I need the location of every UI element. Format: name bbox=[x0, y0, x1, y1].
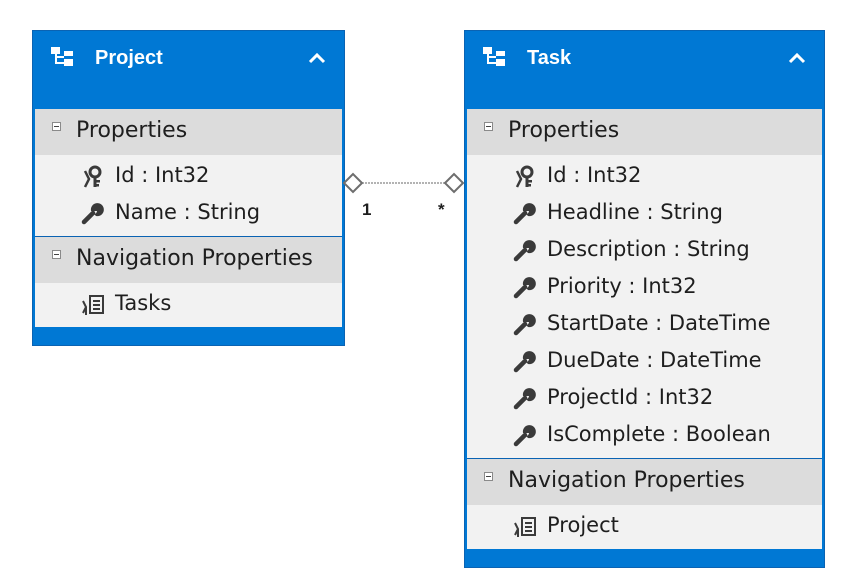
section-title: Properties bbox=[76, 118, 188, 143]
property-row-name[interactable]: Name : String bbox=[35, 195, 342, 232]
collapse-chevron-up-icon[interactable] bbox=[306, 49, 328, 67]
collapse-minus-icon[interactable] bbox=[52, 122, 61, 131]
multiplicity-many: * bbox=[438, 200, 445, 219]
entity-task[interactable]: Task Properties Id : Int32 Headline : St… bbox=[465, 31, 824, 567]
property-row-description[interactable]: Description : String bbox=[467, 232, 822, 269]
property-row-priority[interactable]: Priority : Int32 bbox=[467, 269, 822, 306]
property-label: ProjectId : Int32 bbox=[547, 385, 714, 409]
section-title: Properties bbox=[508, 118, 620, 143]
section-header-properties[interactable]: Properties bbox=[35, 109, 342, 155]
entity-title: Task bbox=[527, 47, 572, 69]
section-header-navigation-properties[interactable]: Navigation Properties bbox=[35, 236, 342, 283]
section-body-properties: Id : Int32 Name : String bbox=[35, 155, 342, 236]
entity-header[interactable]: Project bbox=[35, 31, 342, 109]
property-row-id[interactable]: Id : Int32 bbox=[467, 158, 822, 195]
property-label: Id : Int32 bbox=[547, 163, 642, 187]
collapse-minus-icon[interactable] bbox=[52, 250, 61, 259]
navigation-label: Tasks bbox=[115, 291, 172, 315]
section-title: Navigation Properties bbox=[508, 468, 745, 493]
property-label: Id : Int32 bbox=[115, 163, 210, 187]
property-label: IsComplete : Boolean bbox=[547, 422, 771, 446]
collapse-minus-icon[interactable] bbox=[484, 122, 493, 131]
property-label: DueDate : DateTime bbox=[547, 348, 762, 372]
section-header-navigation-properties[interactable]: Navigation Properties bbox=[467, 458, 822, 505]
navigation-row-project[interactable]: Project bbox=[467, 508, 822, 545]
property-label: StartDate : DateTime bbox=[547, 311, 771, 335]
property-row-duedate[interactable]: DueDate : DateTime bbox=[467, 343, 822, 380]
navigation-row-tasks[interactable]: Tasks bbox=[35, 286, 342, 323]
section-header-properties[interactable]: Properties bbox=[467, 109, 822, 155]
section-title: Navigation Properties bbox=[76, 246, 313, 271]
property-row-startdate[interactable]: StartDate : DateTime bbox=[467, 306, 822, 343]
property-label: Headline : String bbox=[547, 200, 723, 224]
property-row-projectid[interactable]: ProjectId : Int32 bbox=[467, 380, 822, 417]
section-body-navigation-properties: Project bbox=[467, 505, 822, 549]
collapse-minus-icon[interactable] bbox=[484, 472, 493, 481]
association-end-diamond-icon bbox=[443, 172, 465, 194]
navigation-label: Project bbox=[547, 513, 619, 537]
property-row-headline[interactable]: Headline : String bbox=[467, 195, 822, 232]
multiplicity-one: 1 bbox=[362, 200, 372, 219]
section-body-properties: Id : Int32 Headline : String Description… bbox=[467, 155, 822, 458]
entity-title: Project bbox=[95, 47, 163, 69]
property-label: Description : String bbox=[547, 237, 750, 261]
section-body-navigation-properties: Tasks bbox=[35, 283, 342, 327]
property-row-iscomplete[interactable]: IsComplete : Boolean bbox=[467, 417, 822, 454]
property-label: Priority : Int32 bbox=[547, 274, 697, 298]
collapse-chevron-up-icon[interactable] bbox=[786, 49, 808, 67]
entity-header[interactable]: Task bbox=[467, 31, 822, 109]
property-row-id[interactable]: Id : Int32 bbox=[35, 158, 342, 195]
entity-project[interactable]: Project Properties Id : Int32 Name : Str… bbox=[33, 31, 344, 345]
property-label: Name : String bbox=[115, 200, 261, 224]
association-end-diamond-icon bbox=[342, 172, 364, 194]
